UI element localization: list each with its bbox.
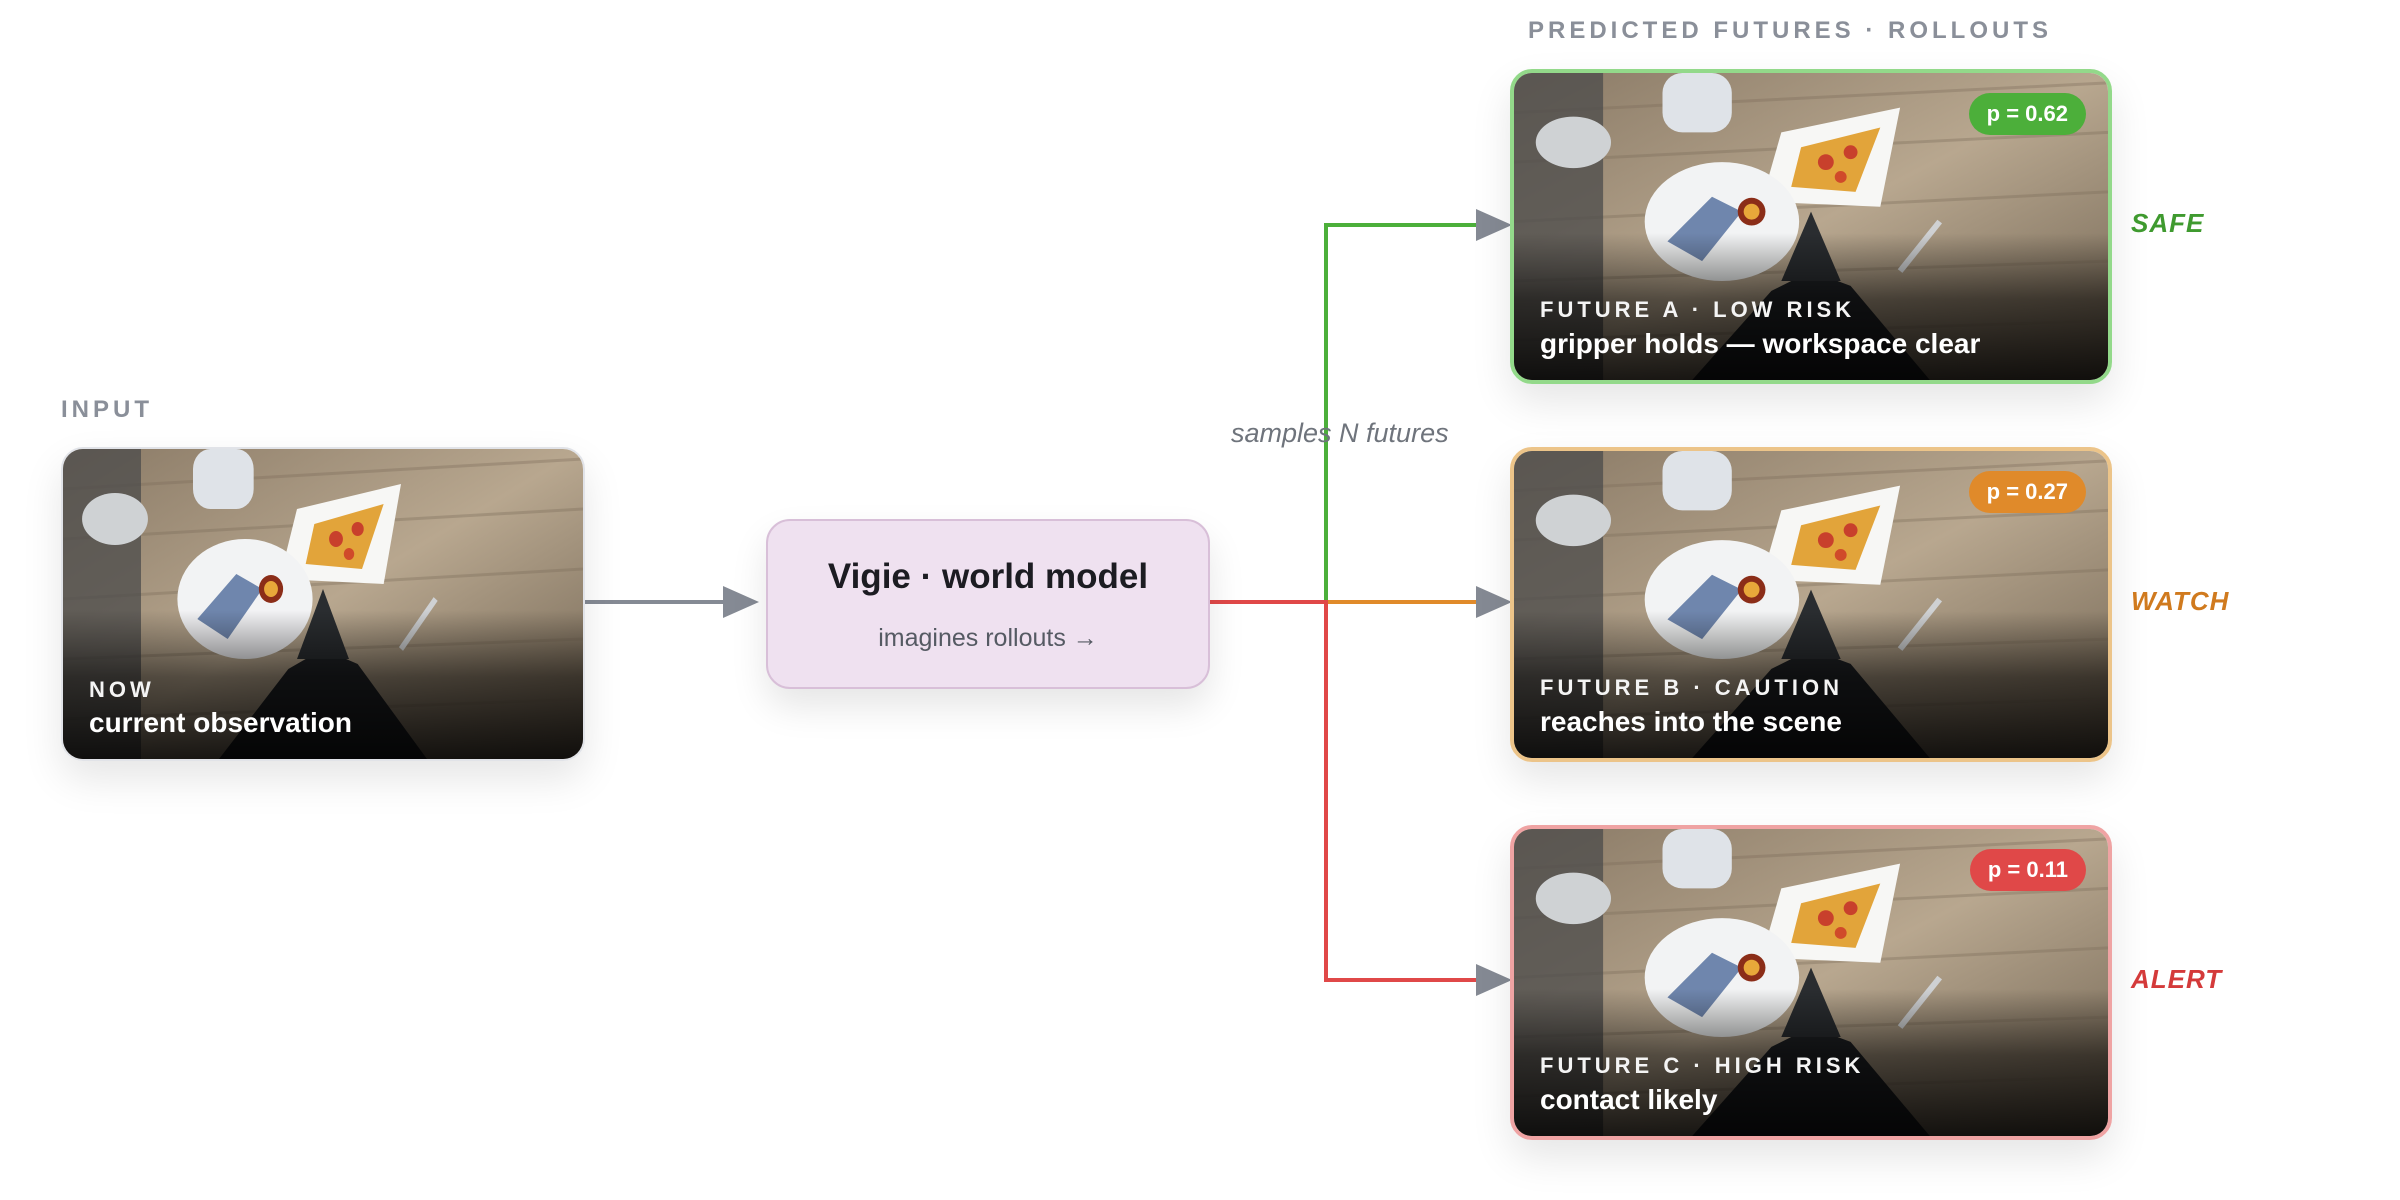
future-a-status: SAFE	[2131, 208, 2205, 238]
input-to-model-arrowhead	[723, 586, 759, 618]
world-model-box: Vigie · world model imagines rollouts →	[766, 519, 1210, 689]
future-b-title: reaches into the scene	[1540, 706, 1842, 737]
future-c-probability: p = 0.11	[1969, 849, 2086, 891]
input-frame: NOW current observation	[61, 447, 585, 761]
future-c-status: ALERT	[2131, 964, 2223, 994]
arrowhead-safe	[1476, 209, 1512, 241]
future-c-frame: p = 0.11 FUTURE C · HIGH RISK contact li…	[1510, 825, 2112, 1140]
model-title: Vigie · world model	[827, 557, 1149, 596]
future-b-kicker: FUTURE B · CAUTION	[1540, 675, 1843, 700]
future-b-probability: p = 0.27	[1968, 471, 2086, 513]
future-a-frame: p = 0.62 FUTURE A · LOW RISK gripper hol…	[1510, 69, 2112, 384]
future-a-kicker: FUTURE A · LOW RISK	[1540, 297, 1856, 322]
future-c-title: contact likely	[1540, 1084, 1718, 1115]
future-a-probability: p = 0.62	[1968, 93, 2086, 135]
future-b-frame: p = 0.27 FUTURE B · CAUTION reaches into…	[1510, 447, 2112, 762]
branch-note: samples N futures	[1231, 418, 1449, 448]
model-subtitle: imagines rollouts →	[878, 624, 1098, 652]
futures-section-label: PREDICTED FUTURES · ROLLOUTS	[1528, 17, 2052, 44]
branch-line-safe	[1208, 223, 1480, 604]
branch-line-alert	[1208, 600, 1480, 982]
input-kicker: NOW	[89, 677, 155, 702]
input-title: current observation	[89, 707, 352, 738]
arrowhead-alert	[1476, 964, 1512, 996]
arrowhead-watch	[1476, 586, 1512, 618]
future-b-status: WATCH	[2131, 586, 2230, 616]
input-section-label: INPUT	[61, 396, 153, 423]
future-c-kicker: FUTURE C · HIGH RISK	[1540, 1053, 1865, 1078]
future-a-title: gripper holds — workspace clear	[1540, 328, 1981, 359]
